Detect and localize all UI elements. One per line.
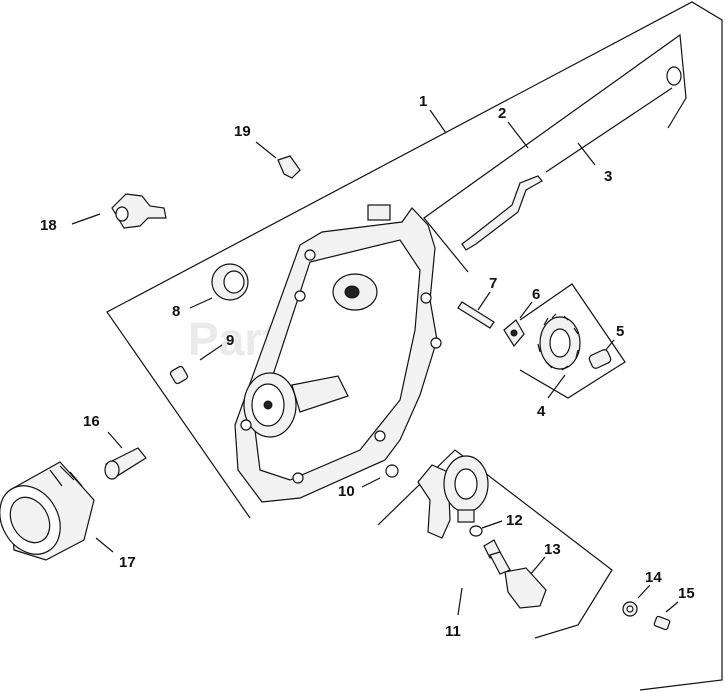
callout-18: 18: [40, 217, 57, 234]
washer-part-14: [622, 601, 638, 617]
callout-17: 17: [119, 554, 136, 571]
callout-9: 9: [226, 332, 234, 349]
callout-4: 4: [537, 403, 546, 420]
callout-6: 6: [532, 286, 540, 303]
dipstick-tube-part: [461, 175, 543, 251]
oil-filter-part: [0, 461, 95, 561]
group-outline-1: [106, 1, 723, 691]
callout-12: 12: [506, 512, 523, 529]
callout-2: 2: [498, 105, 506, 122]
group-outline-4: [519, 283, 626, 399]
pin-part-5: [588, 349, 612, 369]
filter-nipple-part: [104, 447, 147, 480]
callout-5: 5: [616, 323, 624, 340]
callout-7: 7: [489, 275, 497, 292]
o-ring-part-10: [385, 464, 399, 478]
callout-8: 8: [172, 303, 180, 320]
governor-gear-part: [537, 313, 581, 371]
group-outline-2: [423, 33, 687, 273]
callout-16: 16: [83, 413, 100, 430]
plug-part-9: [169, 365, 189, 385]
callout-10: 10: [338, 483, 355, 500]
callout-1: 1: [419, 93, 427, 110]
dipstick-part: [545, 66, 682, 173]
retainer-part-6: [503, 319, 525, 348]
screw-part-19: [277, 155, 301, 179]
leader-lines: [71, 109, 679, 616]
crankcase-cover-part: [234, 204, 442, 503]
callout-19: 19: [234, 123, 251, 140]
screw-part-15: [653, 615, 671, 631]
callout-13: 13: [544, 541, 561, 558]
shaft-part-7: [457, 301, 495, 329]
callout-11: 11: [445, 623, 461, 640]
callout-3: 3: [604, 168, 612, 185]
relief-valve-part: [483, 539, 547, 609]
callout-15: 15: [678, 585, 695, 602]
o-ring-part-12: [469, 525, 483, 537]
elbow-fitting-part: [111, 193, 167, 229]
oil-seal-part: [211, 263, 249, 301]
oil-pump-part: [417, 455, 489, 539]
callout-14: 14: [645, 569, 662, 586]
